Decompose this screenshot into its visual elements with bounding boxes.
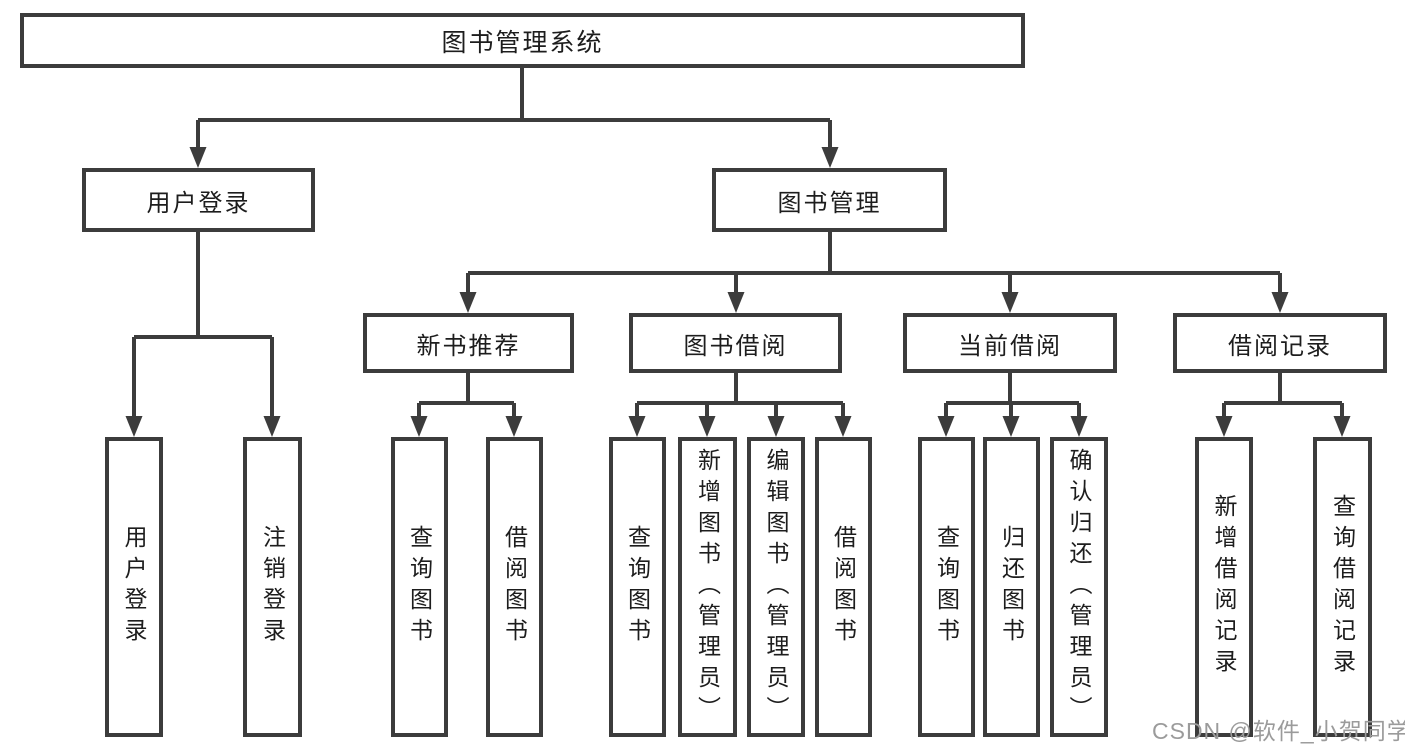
node-user-login: 用户登录 [82, 168, 315, 232]
leaf-user-login: 用户登录 [105, 437, 163, 737]
node-current-borrowing: 当前借阅 [903, 313, 1117, 373]
arrowheads [125, 147, 1351, 437]
leaf-cb-confirm-return-admin: 确认归还（管理员） [1050, 437, 1108, 737]
node-new-book-recommend: 新书推荐 [363, 313, 574, 373]
node-book-management: 图书管理 [712, 168, 947, 232]
node-book-borrowing: 图书借阅 [629, 313, 842, 373]
leaf-cb-query-books: 查询图书 [918, 437, 975, 737]
leaf-br-add-borrow-record: 新增借阅记录 [1195, 437, 1253, 737]
watermark-text: CSDN @软件_小贺同学 [1152, 718, 1405, 744]
leaf-logout: 注销登录 [243, 437, 302, 737]
leaf-bb-borrow-books: 借阅图书 [815, 437, 872, 737]
leaf-br-query-borrow-record: 查询借阅记录 [1313, 437, 1372, 737]
leaf-bb-query-books: 查询图书 [609, 437, 666, 737]
leaf-bb-edit-books-admin: 编辑图书（管理员） [747, 437, 805, 737]
leaf-nbr-query-books: 查询图书 [391, 437, 448, 737]
leaf-bb-add-books-admin: 新增图书（管理员） [678, 437, 737, 737]
node-borrowing-records: 借阅记录 [1173, 313, 1387, 373]
leaf-nbr-borrow-books: 借阅图书 [486, 437, 543, 737]
leaf-cb-return-books: 归还图书 [983, 437, 1040, 737]
node-library-system: 图书管理系统 [20, 13, 1025, 68]
